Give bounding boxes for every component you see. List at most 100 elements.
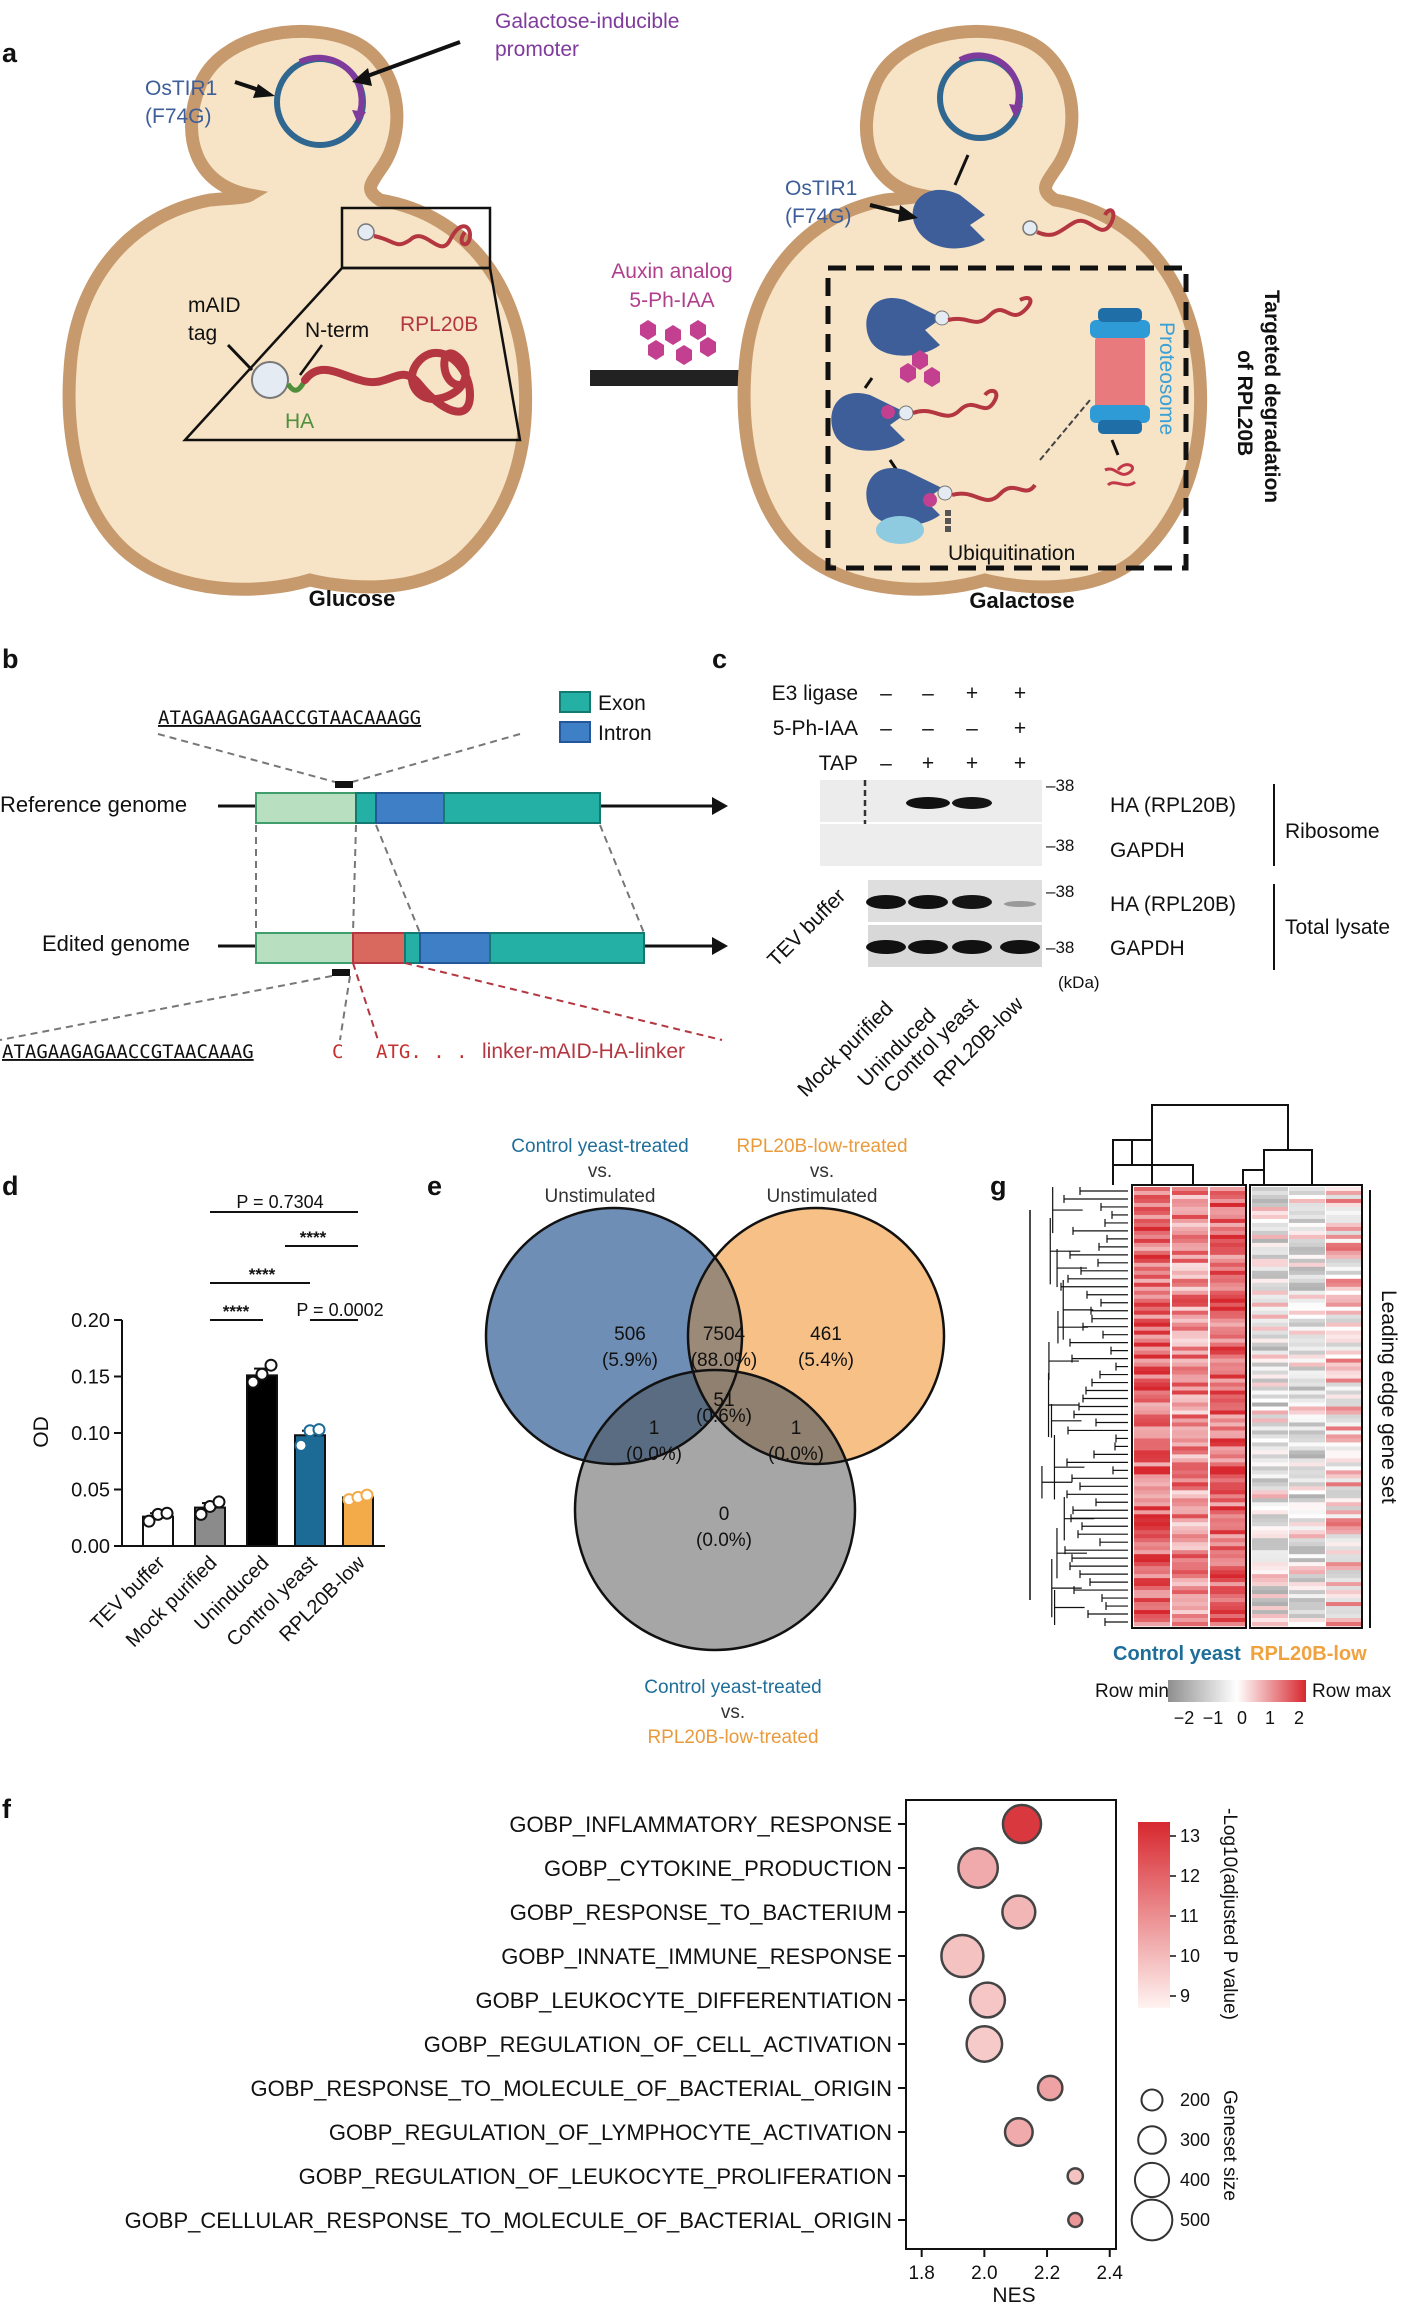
heatmap-cell [1210,1298,1246,1304]
heatmap-cell [1134,1494,1170,1499]
heatmap-cell [1326,1270,1362,1276]
heatmap-cell [1326,1570,1362,1575]
heatmap-cell [1289,1210,1325,1216]
g-dendrogram-top [1112,1104,1313,1185]
heatmap-cell [1252,1474,1288,1479]
heatmap-cell [1172,1622,1208,1627]
heatmap-cell [1172,1558,1208,1563]
heatmap-cell [1210,1214,1246,1220]
heatmap-cell [1252,1458,1288,1463]
heatmap-cell [1252,1490,1288,1495]
heatmap-cell [1134,1586,1170,1591]
heatmap-cell [1134,1618,1170,1623]
d-point [264,1358,278,1372]
heatmap-cell [1326,1618,1362,1623]
heatmap-cell [1134,1398,1170,1403]
heatmap-cell [1134,1474,1170,1479]
heatmap-cell [1210,1478,1246,1483]
heatmap-cell [1210,1582,1246,1587]
heatmap-cell [1134,1378,1170,1383]
heatmap-cell [1326,1230,1362,1236]
heatmap-cell [1134,1278,1170,1284]
heatmap-cell [1210,1410,1246,1415]
heatmap-cell [1326,1522,1362,1527]
blot-label-1: HA (RPL20B) [1110,794,1236,817]
heatmap-cell [1252,1346,1288,1351]
heatmap-cell [1252,1358,1288,1363]
heatmap-cell [1210,1218,1246,1224]
heatmap-cell [1134,1602,1170,1607]
leading-edge-label: Leading edge gene set [1377,1290,1400,1504]
heatmap-cell [1326,1622,1362,1627]
heatmap-cell [1252,1578,1288,1583]
heatmap-cell [1210,1614,1246,1619]
heatmap-cell [1172,1578,1208,1583]
heatmap-cell [1326,1238,1362,1244]
heatmap-cell [1134,1446,1170,1451]
promoter-label-1: Galactose-inducible [495,10,679,33]
d-ytick-label: 0.10 [71,1423,110,1445]
heatmap-cell [1134,1442,1170,1447]
heatmap-cell [1252,1598,1288,1603]
g-dendrogram-left [1029,1187,1128,1626]
heatmap-cell [1134,1534,1170,1539]
heatmap-cell [1252,1298,1288,1304]
heatmap-cell [1172,1386,1208,1391]
heatmap-cell [1172,1274,1208,1280]
heatmap-cell [1210,1578,1246,1583]
proteosome-graphic [1090,308,1150,487]
heatmap-cell [1326,1490,1362,1495]
heatmap-cell [1172,1350,1208,1355]
heatmap-cell [1134,1290,1170,1296]
heatmap-cell [1252,1234,1288,1240]
heatmap-cell [1252,1514,1288,1519]
heatmap-cell [1210,1202,1246,1208]
heatmap-cell [1326,1298,1362,1304]
panel-label-c: c [712,644,727,674]
ha-label: HA [285,410,314,433]
heatmap-cell [1172,1398,1208,1403]
heatmap-cell [1252,1606,1288,1611]
heatmap-cell [1172,1246,1208,1252]
heatmap-cell [1210,1482,1246,1487]
heatmap-cell [1326,1346,1362,1351]
heatmap-cell [1289,1526,1325,1531]
heatmap-cell [1252,1526,1288,1531]
heatmap-cell [1172,1202,1208,1208]
heatmap-cell [1326,1406,1362,1411]
venn-abc-pct: (0.6%) [696,1406,752,1427]
heatmap-cell [1210,1187,1246,1192]
heatmap-cell [1134,1194,1170,1200]
heatmap-cell [1172,1450,1208,1455]
heatmap-cell [1252,1286,1288,1292]
heatmap-cell [1252,1190,1288,1196]
heatmap-cell [1210,1458,1246,1463]
tev-buffer-lane-label: TEV buffer [763,885,850,972]
heatmap-cell [1326,1494,1362,1499]
heatmap-cell [1252,1546,1288,1551]
row-scale-tick-3: 0 [1237,1708,1247,1728]
heatmap-cell [1134,1338,1170,1343]
heatmap-cell [1326,1322,1362,1327]
venn-c-only-count: 0 [719,1504,730,1525]
heatmap-cell [1289,1506,1325,1511]
heatmap-cell [1210,1314,1246,1319]
ostir1-label-right-2: (F74G) [785,205,852,228]
heatmap-cell [1210,1622,1246,1627]
f-dot [965,2025,1004,2063]
heatmap-cell [1326,1234,1362,1240]
heatmap-cell [1172,1418,1208,1423]
heatmap-cell [1134,1274,1170,1280]
heatmap-cell [1252,1318,1288,1323]
heatmap-cell [1134,1306,1170,1312]
heatmap-cell [1289,1562,1325,1567]
heatmap-cell [1210,1498,1246,1503]
heatmap-cell [1210,1530,1246,1535]
heatmap-cell [1172,1378,1208,1383]
heatmap-cell [1326,1398,1362,1403]
ostir1-label-2: (F74G) [145,105,212,128]
heatmap-cell [1210,1606,1246,1611]
heatmap-cell [1172,1494,1208,1499]
heatmap-cell [1172,1374,1208,1379]
